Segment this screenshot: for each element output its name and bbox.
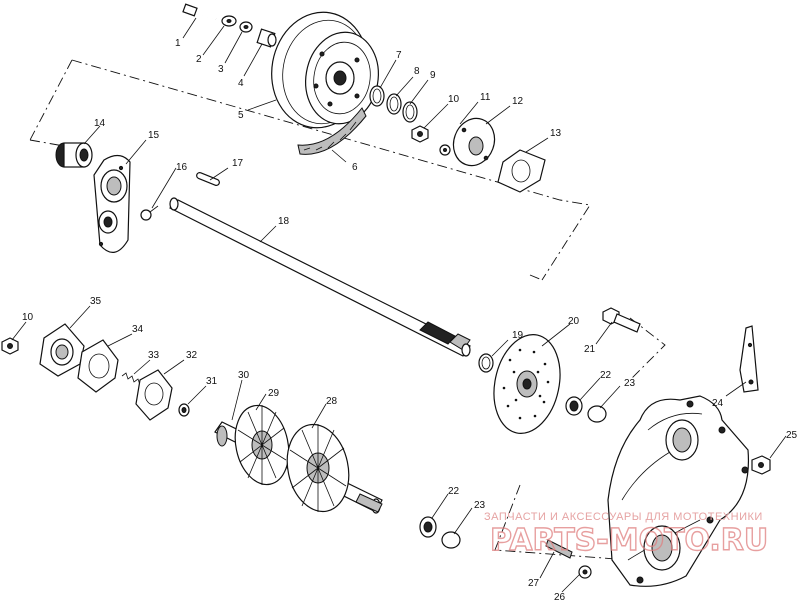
callout-21: 21 <box>584 344 596 355</box>
watermark-brand: PARTS-MOTO.RU <box>490 523 768 558</box>
part-22-seal-upper <box>565 396 583 416</box>
callout-1: 1 <box>175 38 181 49</box>
part-small-washer-upper <box>439 144 451 156</box>
callout-35: 35 <box>90 296 102 307</box>
part-24-bracket <box>739 325 759 393</box>
callout-15: 15 <box>148 130 160 141</box>
callout-labels: 1 2 3 4 5 6 7 8 9 10 11 12 13 14 15 16 1… <box>22 38 798 603</box>
callout-9: 9 <box>430 70 436 81</box>
callout-14: 14 <box>94 118 106 129</box>
callout-34: 34 <box>132 324 144 335</box>
callout-22-lower: 22 <box>448 486 460 497</box>
callout-29: 29 <box>268 388 280 399</box>
part-21-bolt <box>602 307 641 333</box>
watermark: ЗАПЧАСТИ И АКСЕССУАРЫ ДЛЯ МОТОТЕХНИКИ PA… <box>484 511 769 559</box>
callout-26: 26 <box>554 592 566 603</box>
part-22-seal-lower <box>419 516 437 538</box>
callout-31: 31 <box>206 376 218 387</box>
callout-11: 11 <box>480 92 491 103</box>
part-23-washer-upper <box>587 405 607 423</box>
part-10-nut-lower <box>1 337 19 355</box>
callout-20: 20 <box>568 316 580 327</box>
callout-18: 18 <box>278 216 290 227</box>
part-14-bearing <box>55 142 93 168</box>
assembly-boundary-upper <box>29 59 591 281</box>
part-9-ring <box>402 101 418 123</box>
callout-10-lower: 10 <box>22 312 34 323</box>
callout-30: 30 <box>238 370 250 381</box>
part-23-washer-lower <box>441 531 461 549</box>
callout-4: 4 <box>238 78 244 89</box>
callout-16: 16 <box>176 162 188 173</box>
part-28-drive-sprocket-assembly <box>214 404 383 514</box>
part-17-key <box>196 172 220 186</box>
part-20-brake-disc <box>493 334 561 434</box>
part-13-flange <box>497 149 546 193</box>
callout-3: 3 <box>218 64 224 75</box>
leader-lines <box>11 17 787 593</box>
callout-33: 33 <box>148 350 160 361</box>
part-27-pin <box>545 539 573 559</box>
callout-5: 5 <box>238 110 244 121</box>
callout-28: 28 <box>326 396 338 407</box>
part-8-ring <box>386 93 402 115</box>
part-2-washer <box>221 15 237 27</box>
watermark-caption: ЗАПЧАСТИ И АКСЕССУАРЫ ДЛЯ МОТОТЕХНИКИ <box>484 511 763 523</box>
callout-32: 32 <box>186 350 198 361</box>
callout-2: 2 <box>196 54 202 65</box>
callout-17: 17 <box>232 158 244 169</box>
part-32-flange <box>135 369 173 421</box>
callout-19: 19 <box>512 330 524 341</box>
part-18-shaft <box>168 197 471 357</box>
part-1-bolt <box>182 3 217 20</box>
callout-6: 6 <box>352 162 358 173</box>
part-15-bracket-plate <box>93 154 131 253</box>
part-10-nut-upper <box>411 125 429 143</box>
part-26-washer <box>578 565 592 579</box>
callout-24: 24 <box>712 398 724 409</box>
part-25-nut <box>751 455 771 475</box>
callout-12: 12 <box>512 96 524 107</box>
callout-8: 8 <box>414 66 420 77</box>
part-34-gasket <box>77 339 119 393</box>
part-19-seal <box>478 353 494 373</box>
callout-23-upper: 23 <box>624 378 636 389</box>
callout-25: 25 <box>786 430 798 441</box>
part-31-nut <box>178 403 190 417</box>
part-3-washer <box>239 21 253 33</box>
callout-23-lower: 23 <box>474 500 486 511</box>
part-35-bearing-flange <box>39 323 85 377</box>
callout-10-upper: 10 <box>448 94 460 105</box>
part-7-ring <box>369 85 385 107</box>
part-5-driven-pulley <box>271 11 379 129</box>
part-chaincase-housing <box>607 395 750 587</box>
part-16-screw <box>140 205 159 221</box>
assembly-boundary-lower <box>494 317 666 561</box>
callout-27: 27 <box>528 578 540 589</box>
callout-13: 13 <box>550 128 562 139</box>
callout-22-upper: 22 <box>600 370 612 381</box>
part-4-spacer <box>256 28 277 48</box>
part-6-chain <box>297 107 367 155</box>
part-12-bearing-plate <box>452 117 496 167</box>
callout-7: 7 <box>396 50 402 61</box>
